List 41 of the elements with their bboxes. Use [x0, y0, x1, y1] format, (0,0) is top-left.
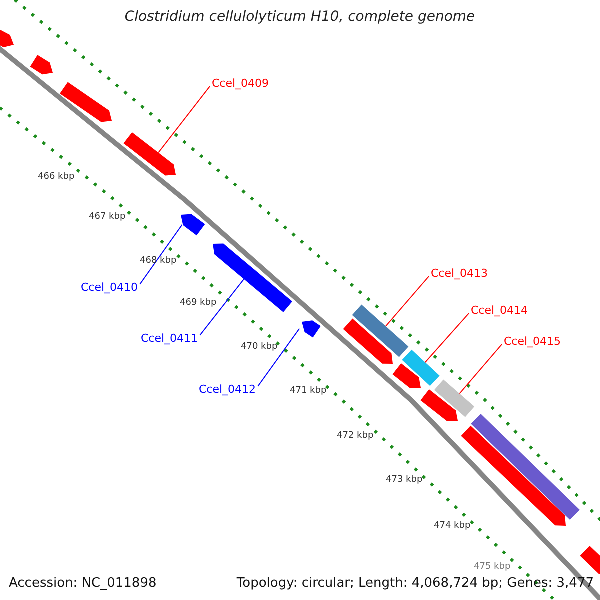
gene-label: Ccel_0412 [199, 383, 256, 396]
scale-label: 473 kbp [386, 475, 423, 486]
leader-line [200, 278, 245, 336]
gene-label: Ccel_0413 [431, 267, 488, 280]
gene-feature [580, 546, 600, 575]
gene-feature [343, 318, 393, 364]
leader-line [140, 224, 183, 286]
diagram-title: Clostridium cellulolyticum H10, complete genome [124, 9, 476, 26]
gene-feature [60, 82, 112, 122]
gene-bar [471, 414, 580, 520]
gene-feature [420, 390, 458, 422]
footer-text: Accession: NC_011898 [9, 576, 157, 592]
gene-feature [0, 28, 14, 48]
scale-label: 470 kbp [241, 342, 278, 353]
gene-feature [302, 320, 321, 338]
gene-feature [392, 364, 421, 388]
gene-feature [124, 132, 176, 176]
leader-line [258, 328, 300, 388]
footer-text: Topology: circular; Length: 4,068,724 bp; Genes: 3,477 [236, 576, 594, 592]
leader-line [459, 344, 502, 394]
scale-label: 475 kbp [474, 562, 511, 573]
scale-label: 471 kbp [290, 386, 327, 397]
scale-label: 474 kbp [434, 521, 471, 532]
leader-line [385, 276, 430, 327]
scale-label: 466 kbp [38, 172, 75, 183]
leader-line [424, 313, 470, 363]
scale-label: 472 kbp [337, 431, 374, 442]
gene-bar [434, 380, 475, 418]
gene-bar [402, 350, 440, 386]
gene-bar [352, 304, 409, 358]
gene-label: Ccel_0415 [504, 335, 562, 348]
gene-label: Ccel_0414 [471, 304, 528, 318]
scale-label: 468 kbp [140, 256, 177, 267]
gene-label: Ccel_0410 [81, 281, 138, 294]
scale-label: 469 kbp [180, 298, 217, 309]
gene-label: Ccel_0411 [141, 332, 198, 346]
gene-feature [181, 214, 206, 236]
gene-feature [30, 55, 53, 75]
leader-line [158, 86, 210, 154]
gene-label: Ccel_0409 [212, 77, 270, 90]
scale-label: 467 kbp [89, 212, 126, 223]
